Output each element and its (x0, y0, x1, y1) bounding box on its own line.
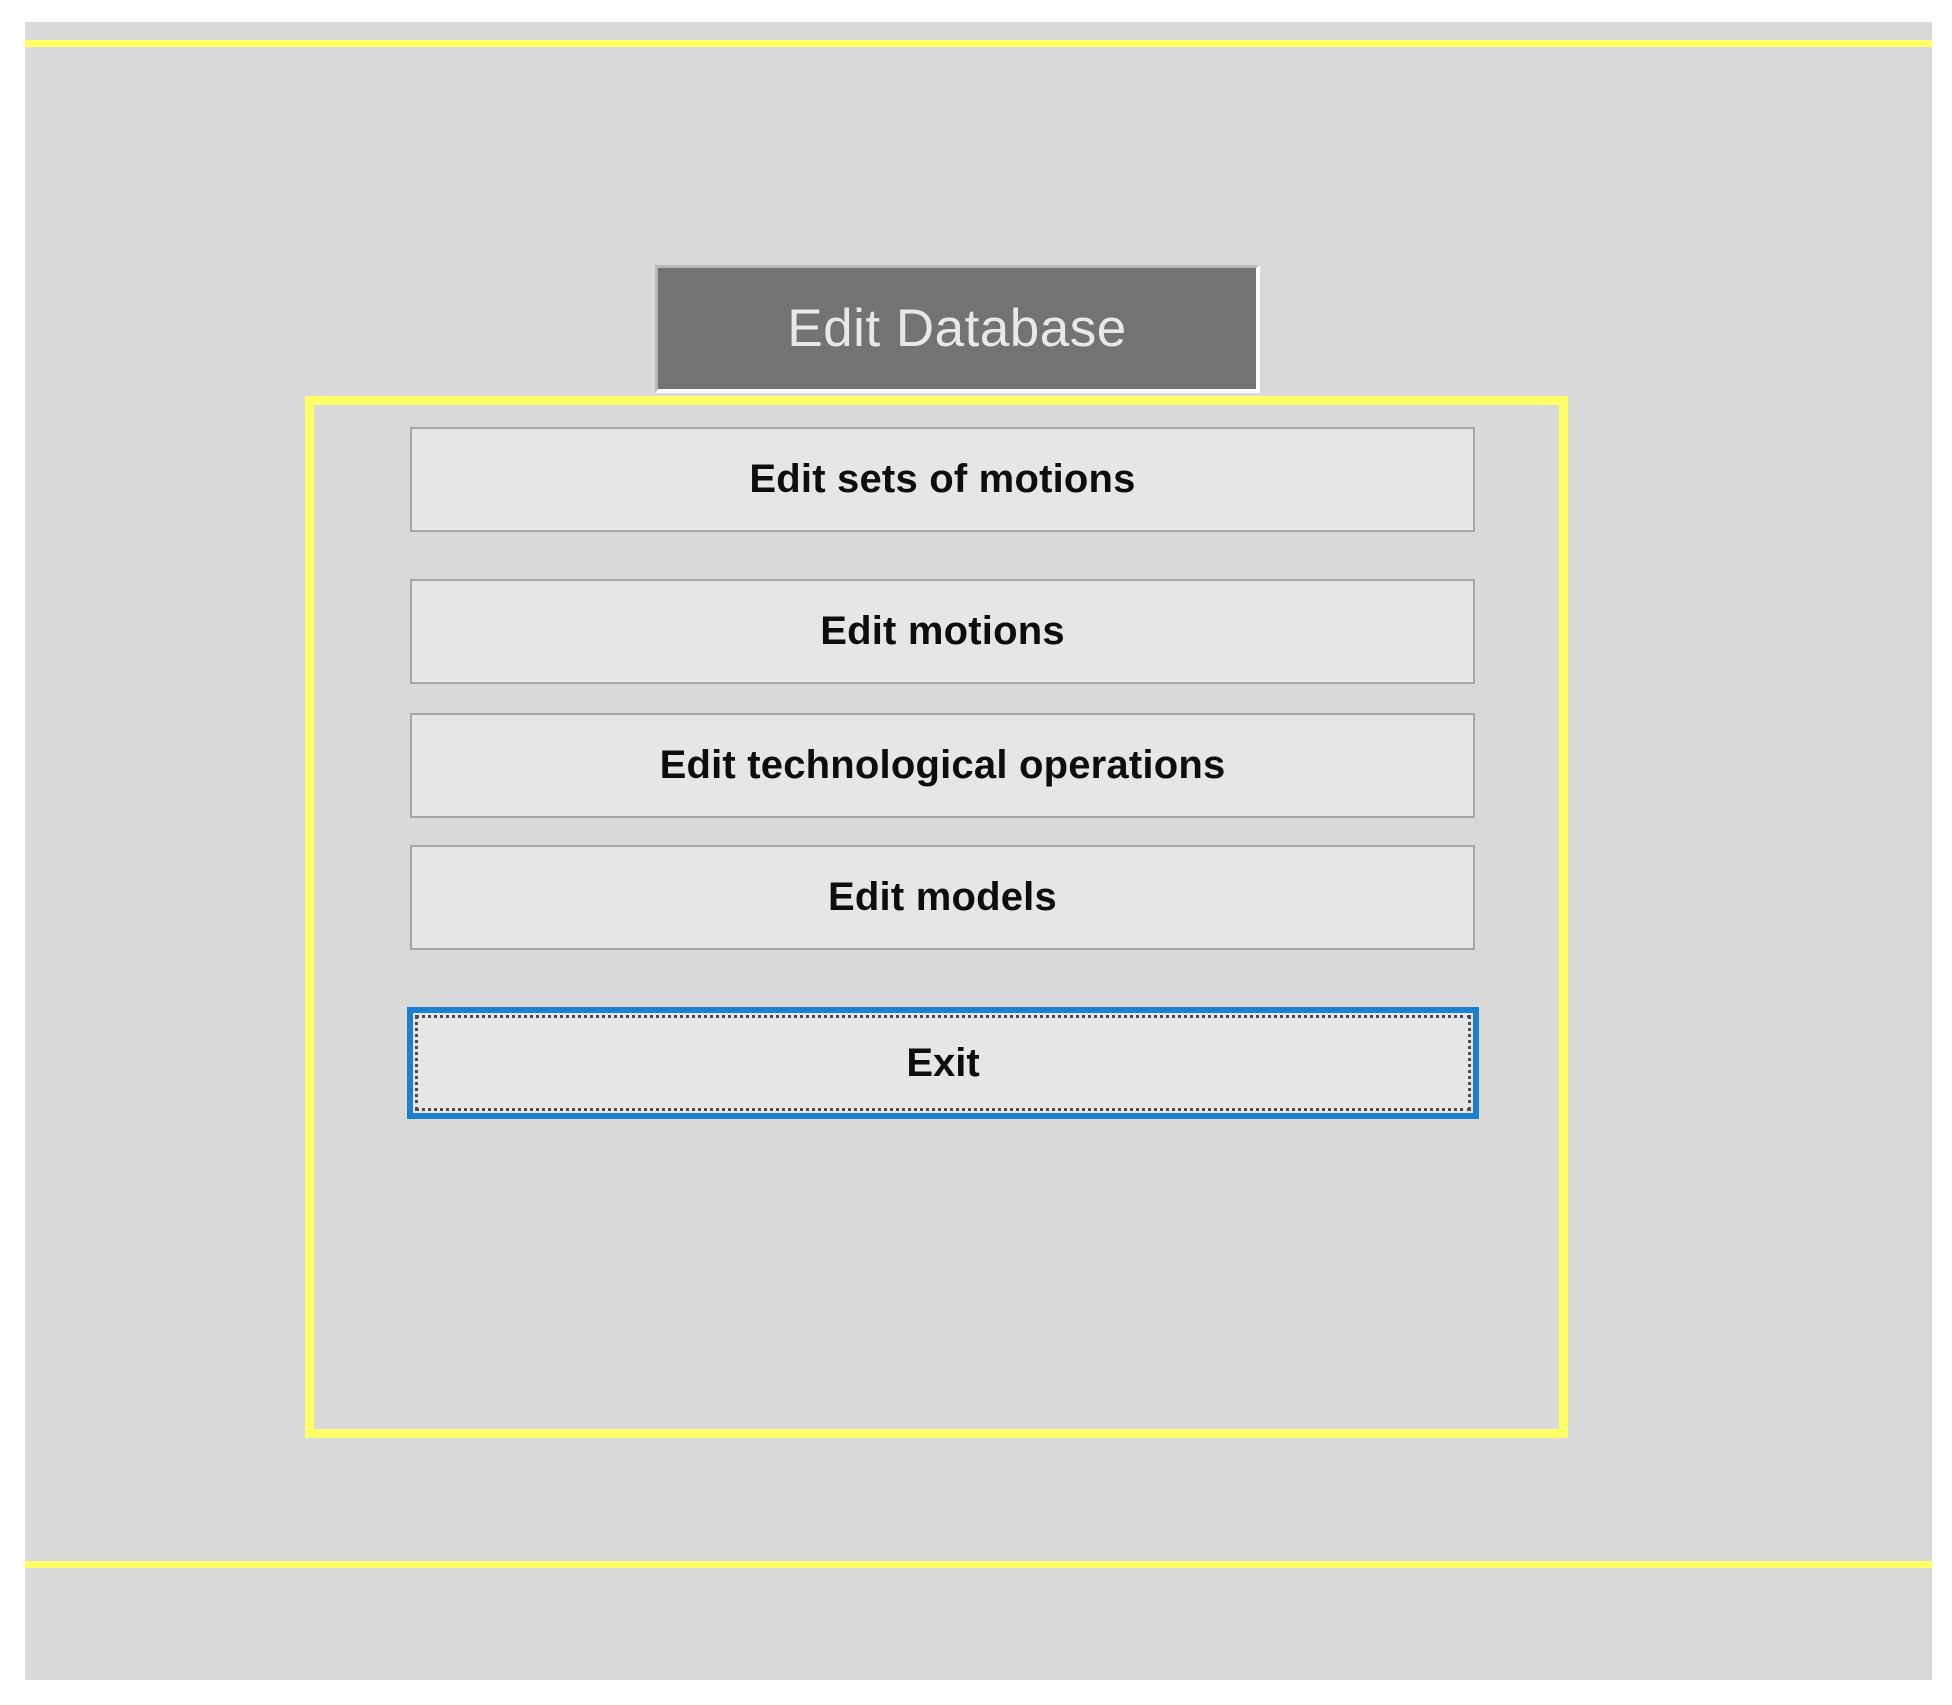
slide-canvas: Edit Database Edit sets of motions Edit … (25, 22, 1932, 1680)
edit-technological-operations-button[interactable]: Edit technological operations (410, 713, 1475, 818)
exit-button[interactable]: Exit (407, 1007, 1479, 1119)
panel-content: Edit sets of motions Edit motions Edit t… (314, 405, 1559, 1429)
page-title: Edit Database (787, 299, 1127, 358)
top-yellow-rule (25, 40, 1932, 47)
edit-models-button[interactable]: Edit models (410, 845, 1475, 950)
bottom-yellow-rule (25, 1561, 1932, 1568)
edit-sets-of-motions-button[interactable]: Edit sets of motions (410, 427, 1475, 532)
edit-database-panel: Edit sets of motions Edit motions Edit t… (305, 396, 1568, 1438)
edit-motions-button[interactable]: Edit motions (410, 579, 1475, 684)
window-title-bar: Edit Database (655, 265, 1260, 393)
